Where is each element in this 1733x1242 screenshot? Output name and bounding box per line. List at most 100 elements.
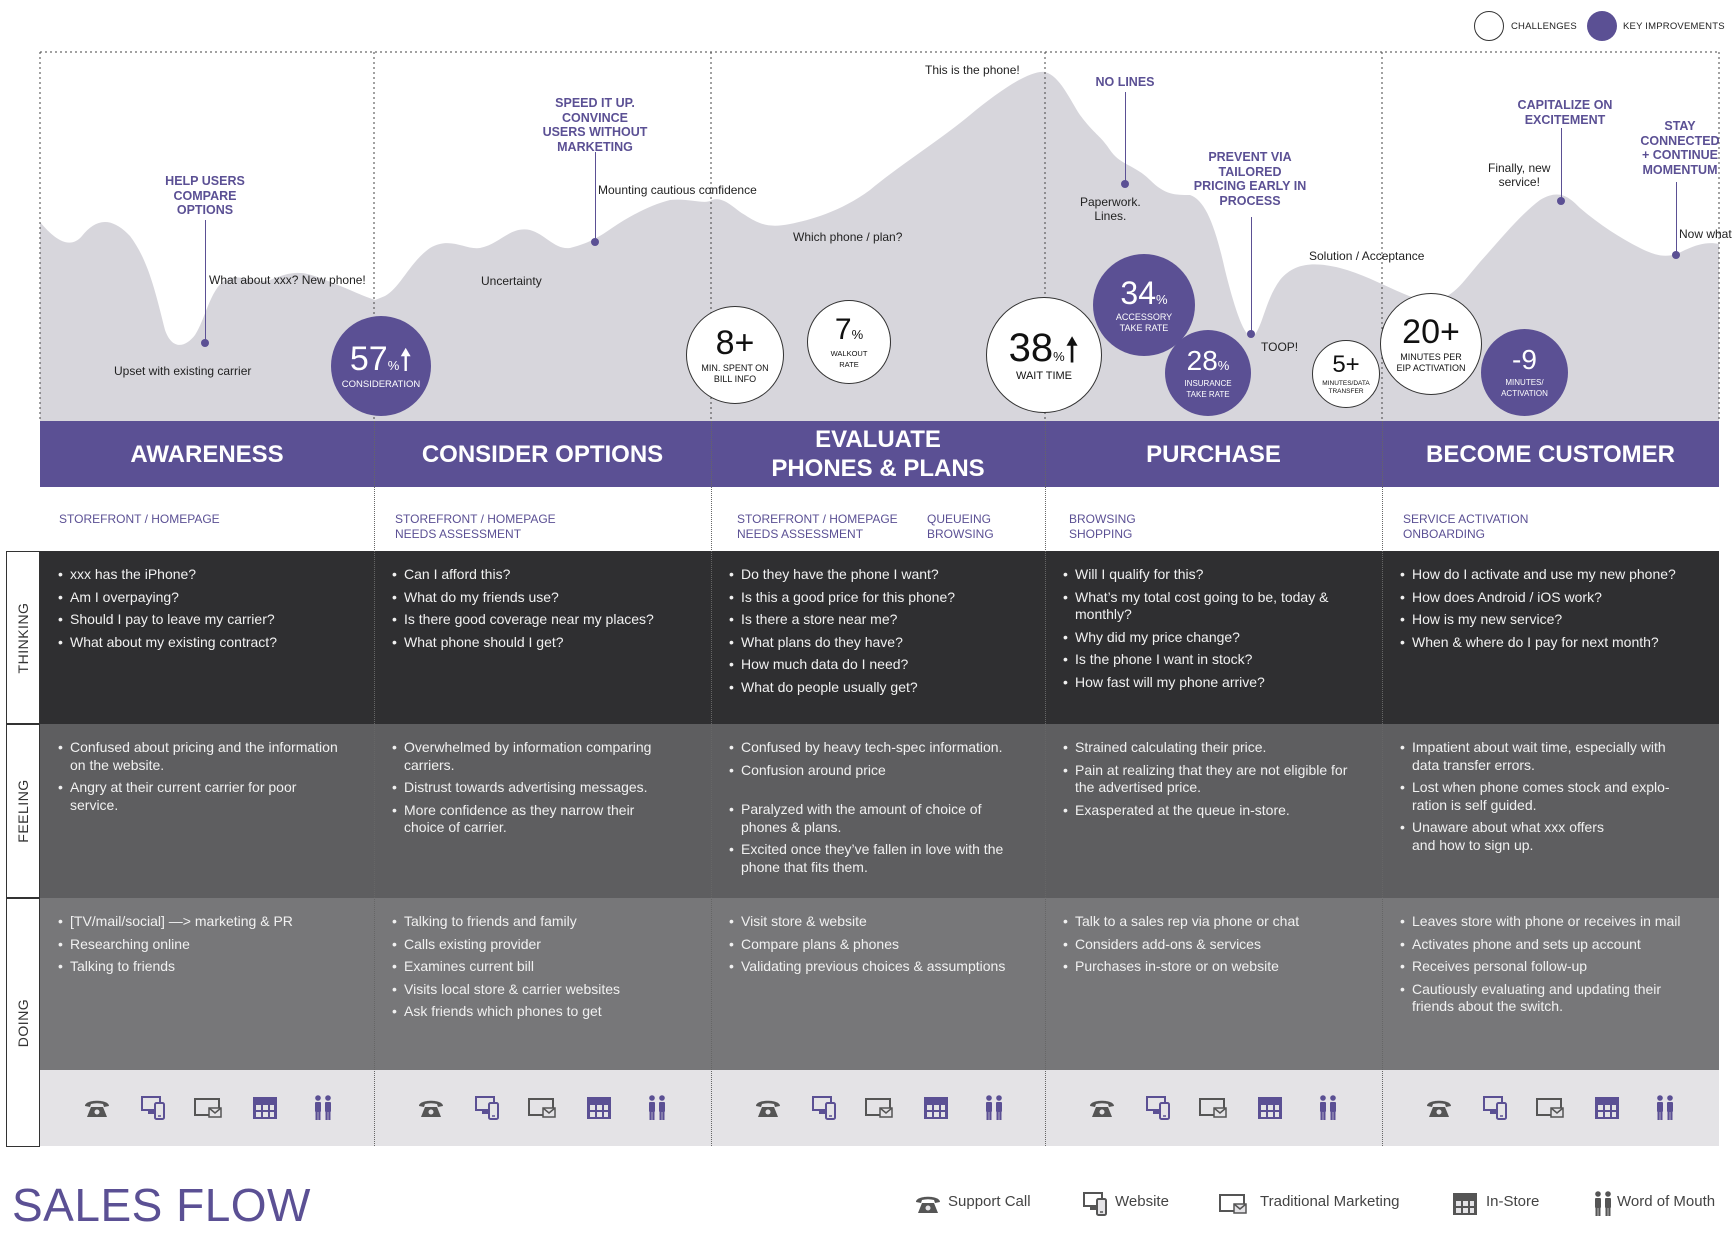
key-improvement-5: CAPITALIZE ON EXCITEMENT [1517, 98, 1613, 127]
list-item: More confidence as they narrow their cho… [392, 802, 695, 837]
website-icon [472, 1094, 502, 1122]
list-item: Cautiously evaluating and updating their… [1400, 981, 1703, 1016]
improvements-legend-label: KEY IMPROVEMENTS [1623, 21, 1725, 32]
marker-dot [1557, 197, 1565, 205]
list-item: What do my friends use? [392, 589, 695, 607]
list-item: Visits local store & carrier websites [392, 981, 695, 999]
list-item: Excited once they’ve fallen in love with… [729, 841, 1029, 876]
list-item: What do people usually get? [729, 679, 1029, 697]
website-icon [1480, 1094, 1510, 1122]
list-item: Is the phone I want in stock? [1063, 651, 1366, 669]
list-item: Receives personal follow-up [1400, 958, 1703, 976]
footer-legend-label: Traditional Marketing [1260, 1193, 1400, 1210]
store-icon [1450, 1190, 1480, 1218]
list-item: xxx has the iPhone? [58, 566, 358, 584]
marketing-icon [1198, 1094, 1228, 1122]
challenges-legend-label: CHALLENGES [1511, 21, 1577, 32]
row-label-thinking: THINKING [6, 551, 40, 724]
marketing-icon [864, 1094, 894, 1122]
column-divider [1382, 421, 1383, 1146]
emotion-label: Paperwork. Lines. [1080, 195, 1141, 223]
list-item: Distrust towards advertising messages. [392, 779, 695, 797]
stat-bill-info: 8+ MIN. SPENT ON BILL INFO [686, 306, 784, 404]
feeling-cell: Confused about pricing and the informati… [40, 724, 374, 819]
stat-wait-time: 38%🠕 WAIT TIME [986, 297, 1102, 413]
list-item: Am I overpaying? [58, 589, 358, 607]
stage-consider-options: CONSIDER OPTIONS [421, 440, 664, 468]
key-improvement-2: SPEED IT UP. CONVINCE USERS WITHOUT MARK… [542, 96, 648, 154]
list-item: What phone should I get? [392, 634, 695, 652]
touchpoint-label: BROWSING SHOPPING [1069, 512, 1136, 541]
emotion-label: TOOP! [1261, 340, 1299, 354]
list-item: Talking to friends and family [392, 913, 695, 931]
emotion-label: Solution / Acceptance [1309, 249, 1425, 263]
word-of-mouth-icon [1650, 1094, 1680, 1122]
stage-bar [40, 421, 1719, 487]
emotion-label: This is the phone! [925, 63, 1020, 77]
word-of-mouth-icon [979, 1094, 1009, 1122]
challenges-legend-icon [1474, 11, 1504, 41]
list-item: Confused about pricing and the informati… [58, 739, 358, 774]
list-item: Lost when phone comes stock and explo- r… [1400, 779, 1703, 814]
pin-line [595, 152, 596, 240]
stat-value: 34 [1120, 274, 1157, 311]
feeling-cell: Strained calculating their price. Pain a… [1045, 724, 1382, 824]
key-improvement-1: HELP USERS COMPARE OPTIONS [165, 174, 245, 217]
thinking-cell: Do they have the phone I want? Is this a… [711, 551, 1045, 701]
store-icon [1592, 1094, 1622, 1122]
stat-value: 8+ [715, 323, 755, 362]
stat-unit: % [1053, 349, 1065, 364]
list-item: [TV/mail/social] —> marketing & PR [58, 913, 358, 931]
row-label-text: THINKING [15, 602, 31, 673]
emotion-label: Mounting cautious confidence [598, 183, 757, 197]
list-item: Can I afford this? [392, 566, 695, 584]
list-item: When & where do I pay for next month? [1400, 634, 1703, 652]
word-of-mouth-icon [1313, 1094, 1343, 1122]
word-of-mouth-icon [1588, 1190, 1618, 1218]
stage-purchase: PURCHASE [1146, 440, 1281, 468]
marketing-icon [193, 1094, 223, 1122]
list-item: Angry at their current carrier for poor … [58, 779, 358, 814]
emotion-label: Upset with existing carrier [114, 364, 252, 378]
column-divider [711, 421, 712, 1146]
list-item: Why did my price change? [1063, 629, 1366, 647]
marker-dot [201, 339, 209, 347]
stat-insurance: 28% INSURANCE TAKE RATE [1165, 330, 1251, 416]
feeling-cell: Confused by heavy tech-spec information.… [711, 724, 1045, 881]
stat-accessory: 34% ACCESSORY TAKE RATE [1093, 254, 1195, 356]
pin-line [205, 220, 206, 340]
stat-label: MIN. SPENT ON BILL INFO [701, 362, 769, 384]
stat-unit: % [1217, 357, 1230, 373]
store-icon [921, 1094, 951, 1122]
list-item: How much data do I need? [729, 656, 1029, 674]
emotion-label: Uncertainty [481, 274, 542, 288]
thinking-cell: Can I afford this? What do my friends us… [374, 551, 711, 656]
pin-line [1561, 128, 1562, 200]
pin-line [1125, 92, 1126, 182]
phone-icon [416, 1094, 446, 1122]
stat-label: MINUTES PER EIP ACTIVATION [1396, 351, 1466, 373]
column-divider [374, 421, 375, 1146]
list-item: Researching online [58, 936, 358, 954]
list-item: Should I pay to leave my carrier? [58, 611, 358, 629]
touchpoint-label: STOREFRONT / HOMEPAGE [59, 512, 220, 526]
list-item: Exasperated at the queue in-store. [1063, 802, 1366, 820]
emotion-label: Finally, new service! [1488, 161, 1551, 189]
stat-label: WALKOUT RATE [830, 348, 868, 369]
page-title: SALES FLOW [12, 1179, 311, 1231]
row-label-feeling: FEELING [6, 724, 40, 898]
list-item: How do I activate and use my new phone? [1400, 566, 1703, 584]
website-icon [809, 1094, 839, 1122]
list-item: Talking to friends [58, 958, 358, 976]
list-item: Is this a good price for this phone? [729, 589, 1029, 607]
stat-unit: % [851, 326, 864, 342]
list-item: Ask friends which phones to get [392, 1003, 695, 1021]
stat-value: 5+ [1332, 350, 1360, 378]
stat-label: WAIT TIME [1015, 370, 1073, 382]
stat-value: 38 [1008, 326, 1054, 370]
list-item: Leaves store with phone or receives in m… [1400, 913, 1703, 931]
list-item: Validating previous choices & assumption… [729, 958, 1029, 976]
stat-label: INSURANCE TAKE RATE [1184, 378, 1232, 399]
list-item: Do they have the phone I want? [729, 566, 1029, 584]
stage-become-customer: BECOME CUSTOMER [1426, 440, 1675, 468]
